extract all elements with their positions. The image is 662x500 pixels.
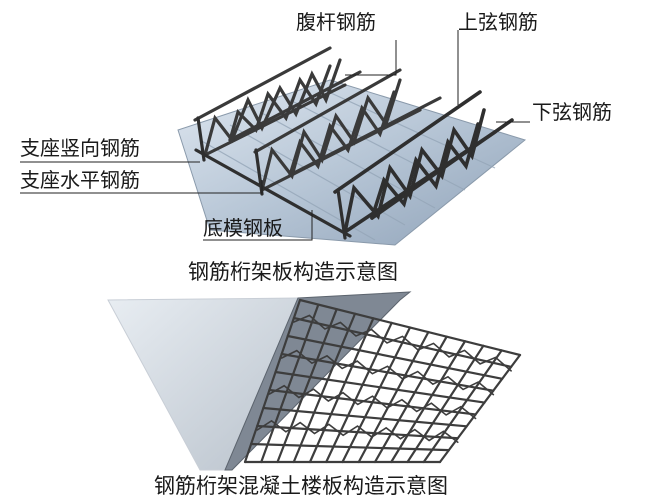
mesh-web-bar [268, 384, 477, 420]
label-support-horizontal: 支座水平钢筋 [20, 168, 140, 192]
mesh-bar-cross [308, 317, 375, 464]
support-bars [194, 116, 352, 240]
mesh-web-bar [280, 349, 495, 396]
mesh-web-bar [293, 314, 512, 372]
mesh-bar-cross [292, 312, 357, 464]
mesh-bar-cross [422, 349, 503, 464]
rebar-truss-1 [193, 46, 362, 157]
rebar-truss-3 [333, 90, 514, 234]
label-support-vertical: 支座竖向钢筋 [20, 136, 140, 160]
mesh-bar-cross [260, 303, 320, 464]
mesh-bar-cross [243, 298, 302, 464]
rebar-mesh [243, 298, 522, 464]
label-web-bar: 腹杆钢筋 [296, 10, 376, 34]
label-bottom-chord: 下弦钢筋 [532, 100, 612, 124]
caption-truss-deck: 钢筋桁架板构造示意图 [188, 260, 398, 284]
leader-lines [20, 30, 530, 241]
caption-concrete-slab: 钢筋桁架混凝土楼板构造示意图 [154, 474, 448, 498]
mesh-bar-cross [406, 344, 485, 464]
mesh-bar-cross [341, 326, 412, 464]
mesh-bar-cross [373, 335, 448, 464]
mesh-bar-cross [390, 340, 467, 464]
mesh-bar-cross [357, 330, 430, 464]
label-top-chord: 上弦钢筋 [458, 10, 538, 34]
slab-edge [224, 291, 412, 471]
label-base-plate: 底模钢板 [203, 216, 283, 240]
rebar-truss-2 [253, 68, 442, 192]
mesh-web-bar [256, 419, 459, 444]
mesh-bar-cross [325, 321, 393, 464]
mesh-bar-cross [438, 353, 522, 464]
mesh-bar-cross [276, 308, 338, 464]
